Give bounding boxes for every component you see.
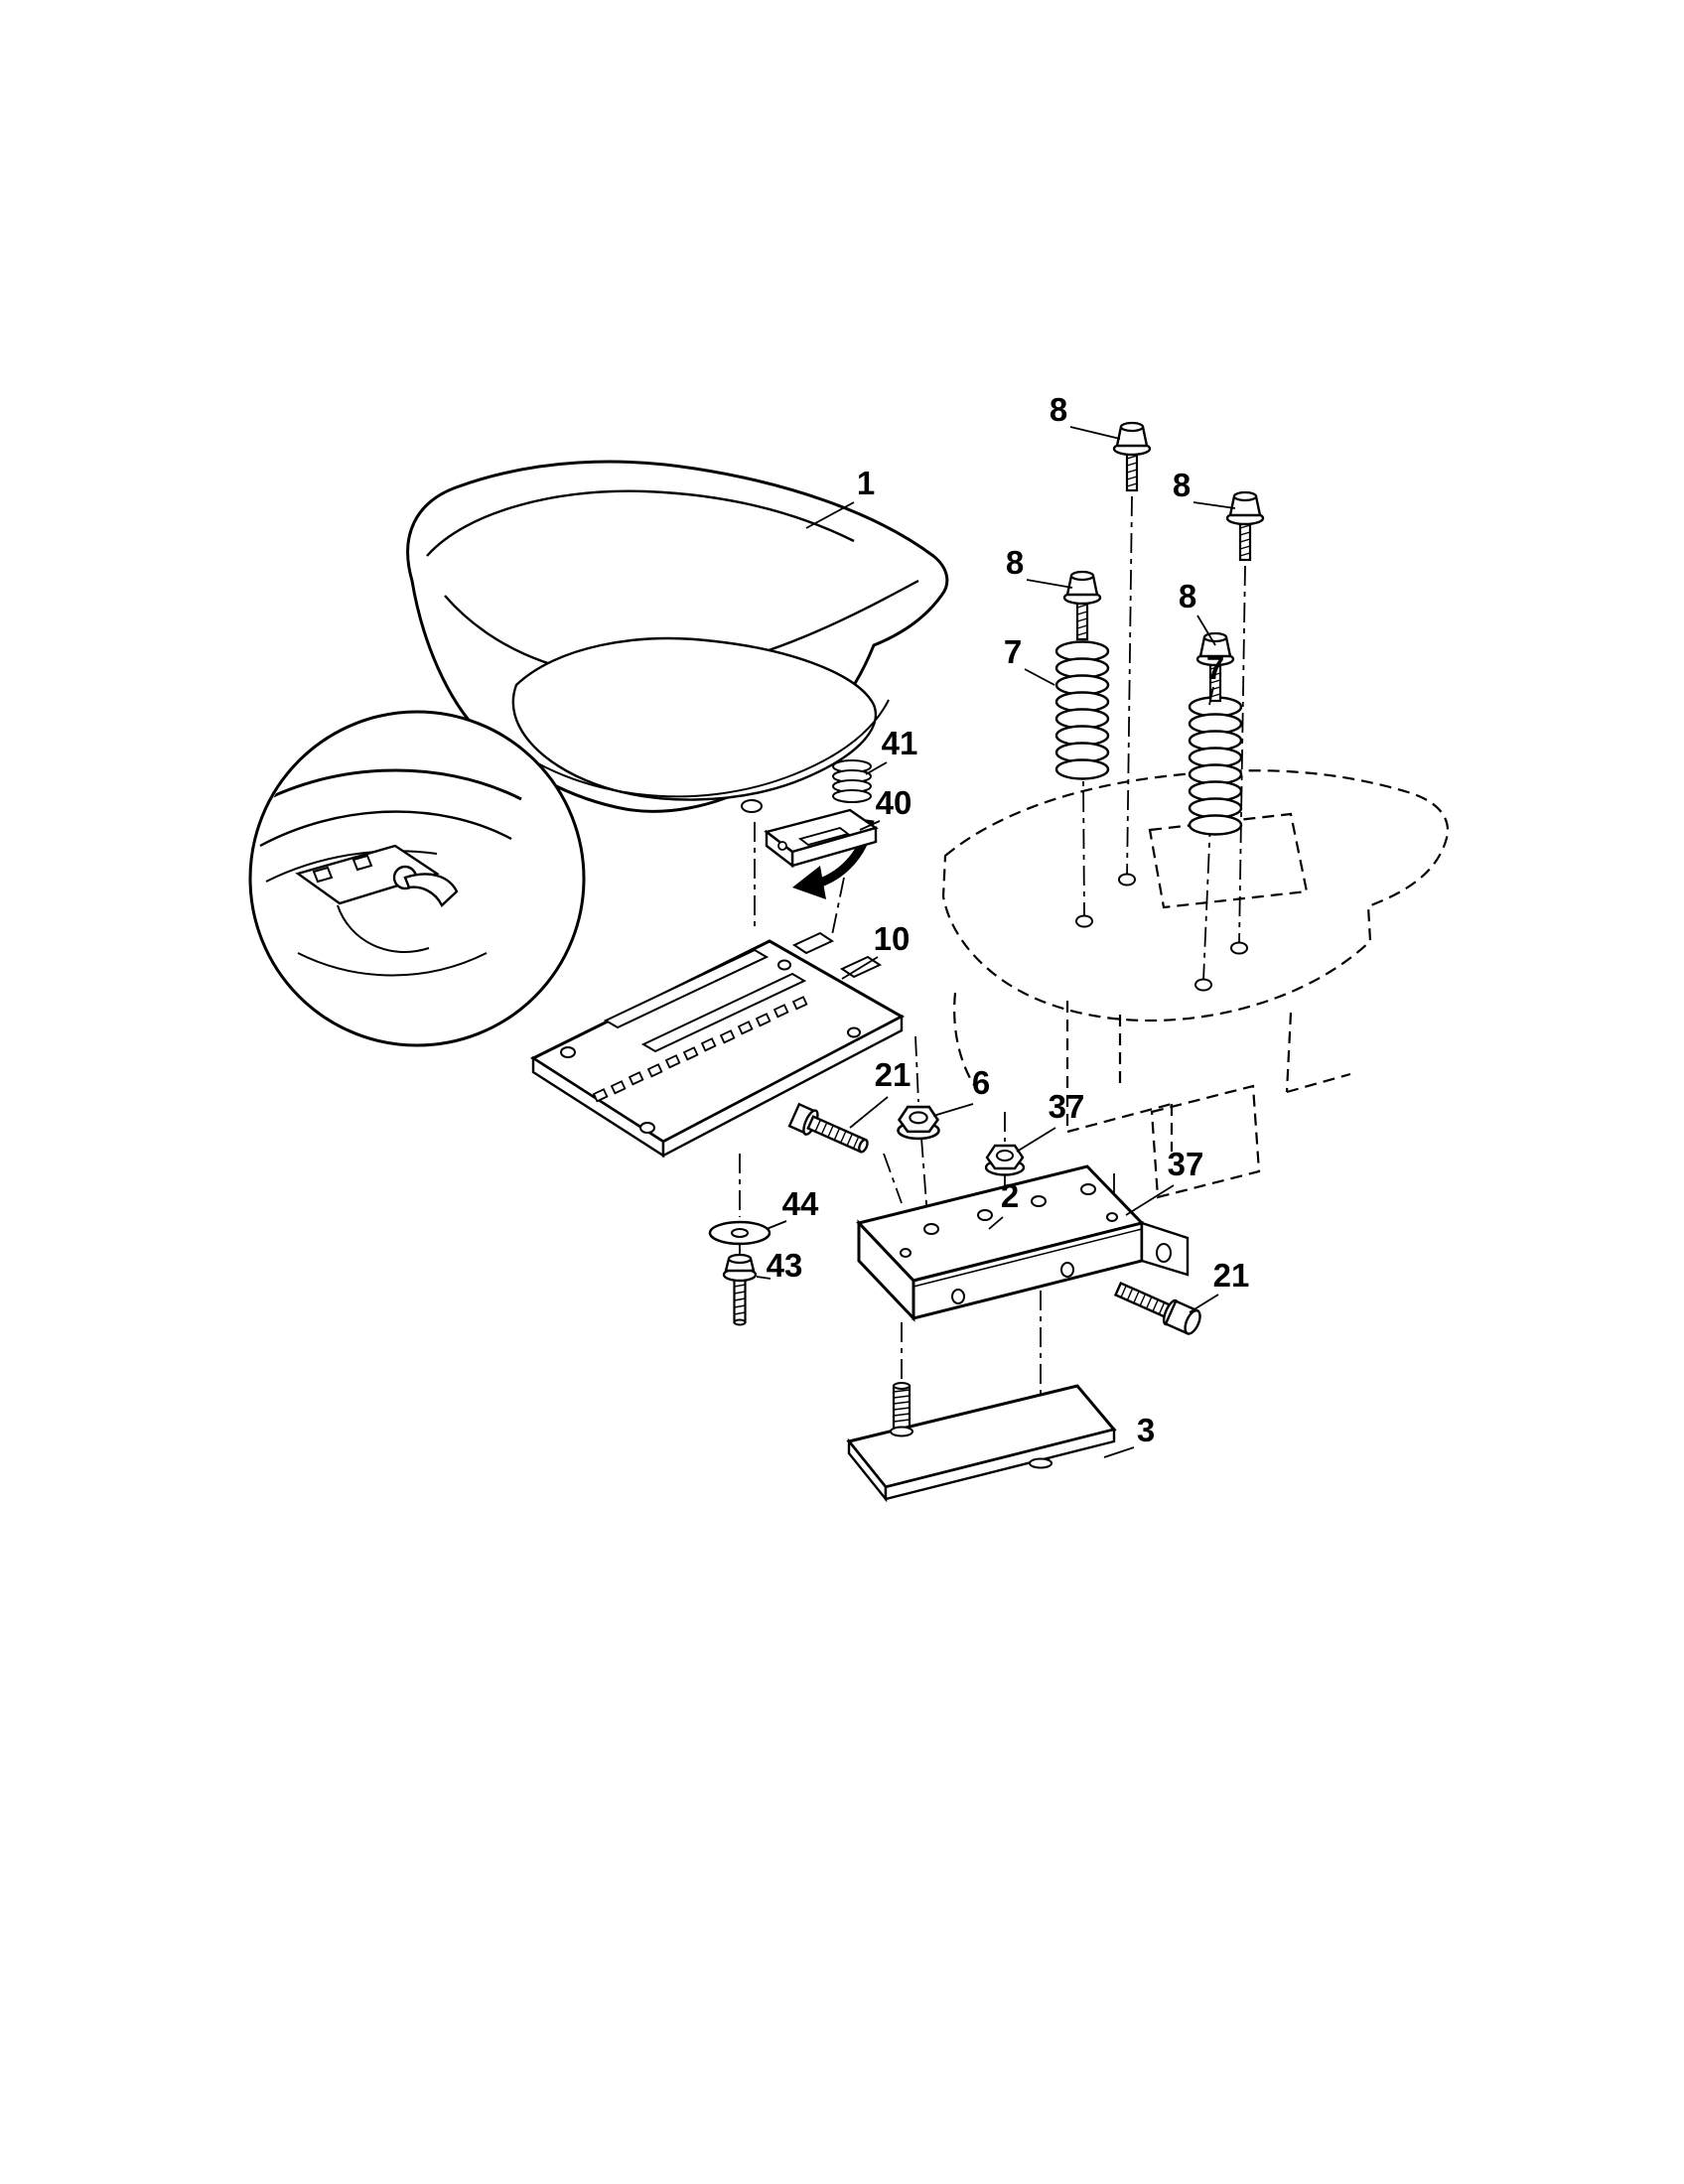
compression-spring <box>832 759 872 803</box>
callout-10: 10 <box>874 920 911 957</box>
callout-6: 6 <box>972 1064 990 1101</box>
callout-37-upper: 37 <box>1049 1088 1085 1125</box>
chassis-frame-outline <box>941 769 1450 1199</box>
callout-21-right: 21 <box>1213 1257 1250 1294</box>
callout-8-rear-right: 8 <box>1173 467 1191 503</box>
lock-nut <box>897 1105 940 1141</box>
callout-43: 43 <box>767 1247 803 1284</box>
callout-1: 1 <box>857 465 875 501</box>
shoulder-bolt-right <box>1113 1281 1201 1335</box>
callout-7-left: 7 <box>1004 633 1022 670</box>
adjustment-handle <box>764 808 879 869</box>
callout-2: 2 <box>1001 1177 1019 1214</box>
leader-lines <box>756 426 1236 1458</box>
mounting-bolt-rear-left <box>1112 421 1152 492</box>
hex-bolt <box>722 1253 758 1326</box>
seat-pan <box>529 931 906 1159</box>
callout-40: 40 <box>876 784 912 821</box>
callout-8-front-right: 8 <box>1179 578 1196 614</box>
shoulder-bolt-left <box>787 1102 869 1154</box>
callout-3: 3 <box>1137 1412 1155 1448</box>
callout-37-lower: 37 <box>1168 1146 1204 1182</box>
mounting-plate <box>846 1381 1117 1503</box>
callout-8-rear-left: 8 <box>1050 391 1067 428</box>
seat-spring-left <box>1054 640 1110 780</box>
chassis-bolt-holes <box>1075 873 1248 992</box>
detail-inset-circle <box>248 710 586 1047</box>
seat <box>406 460 949 813</box>
callout-44: 44 <box>782 1185 819 1222</box>
mounting-bolt-rear-right <box>1225 490 1265 562</box>
callout-8-front-left: 8 <box>1006 544 1024 581</box>
mounting-bolt-front-left <box>1062 570 1102 641</box>
callout-21-left: 21 <box>875 1056 912 1093</box>
callout-7-right: 7 <box>1206 649 1224 686</box>
seat-bracket <box>856 1164 1190 1322</box>
seat-spring-right <box>1188 696 1243 836</box>
washer <box>708 1220 772 1246</box>
callout-41: 41 <box>882 725 918 761</box>
